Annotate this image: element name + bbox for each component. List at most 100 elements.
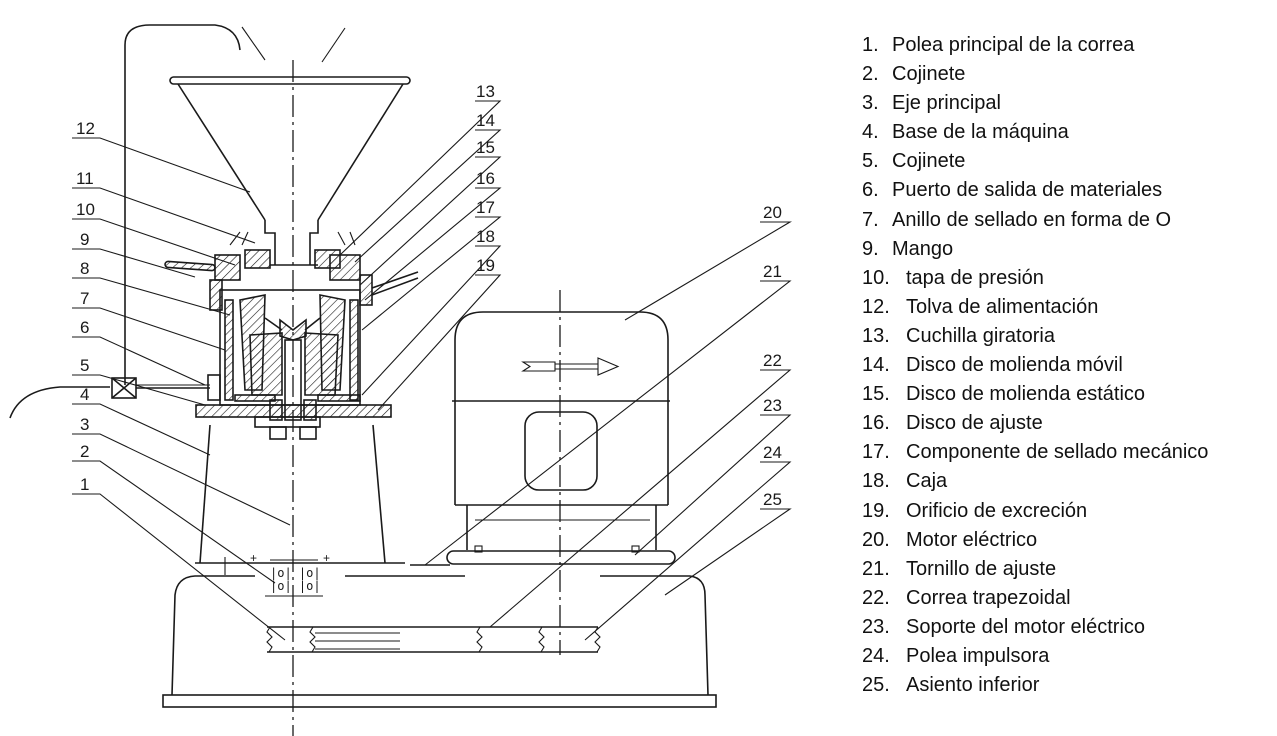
legend-item: 17. Componente de sellado mecánico [862, 438, 1208, 467]
legend-item-label: Disco de ajuste [906, 412, 1043, 435]
callout-23: 23 [763, 396, 782, 415]
legend-item-number: 16. [862, 412, 890, 435]
legend-item-number: 24. [862, 644, 890, 667]
callout-7: 7 [80, 289, 89, 308]
electric-motor [410, 290, 676, 655]
bearing: |o| |o| |o| |o| [265, 559, 323, 597]
legend-item-number: 4. [862, 121, 879, 144]
callout-13: 13 [476, 82, 495, 101]
legend-item: 9. Mango [862, 235, 1208, 264]
legend-item-label: Polea impulsora [906, 644, 1050, 667]
callout-22: 22 [763, 351, 782, 370]
legend-item: 14. Disco de molienda móvil [862, 351, 1208, 380]
legend-item-label: Soporte del motor eléctrico [906, 615, 1146, 638]
legend-item-number: 10. [862, 266, 890, 289]
legend-item-label: Tornillo de ajuste [906, 557, 1057, 580]
callout-11: 11 [76, 169, 94, 188]
legend-item-label: Puerto de salida de materiales [892, 179, 1163, 202]
inlet-pipe [124, 24, 346, 385]
legend-item: 1. Polea principal de la correa [862, 31, 1208, 60]
callout-8: 8 [80, 259, 89, 278]
legend-item-label: Tolva de alimentación [906, 295, 1099, 318]
legend-item-number: 5. [862, 150, 879, 173]
legend-item: 19. Orificio de excreción [862, 497, 1208, 526]
legend-item-label: Cojinete [892, 150, 966, 173]
legend-item-number: 12. [862, 295, 890, 318]
legend-item-label: Eje principal [892, 92, 1001, 115]
callout-5: 5 [80, 356, 89, 375]
callout-labels: 12 11 10 9 8 7 6 5 4 3 2 1 13 14 15 16 1… [76, 82, 782, 509]
legend-item-number: 21. [862, 557, 890, 580]
legend-item: 25. Asiento inferior [862, 671, 1208, 700]
machine-base: + + [195, 424, 405, 575]
handle [164, 260, 216, 272]
outlet-valve [9, 377, 210, 419]
colloid-mill-diagram: + + |o| |o| |o| |o| [9, 24, 793, 736]
legend-item-label: Componente de sellado mecánico [906, 441, 1209, 464]
legend-item-label: Disco de molienda móvil [906, 354, 1123, 377]
callout-3: 3 [80, 415, 89, 434]
legend-item: 23. Soporte del motor eléctrico [862, 613, 1208, 642]
callout-10: 10 [76, 200, 95, 219]
legend-item: 24. Polea impulsora [862, 642, 1208, 671]
legend-item: 4.Base de la máquina [862, 118, 1208, 147]
legend-item-label: Cojinete [892, 63, 966, 86]
callout-12: 12 [76, 119, 95, 138]
legend-item-number: 25. [862, 674, 890, 697]
svg-text:|o| |o|: |o| |o| [270, 579, 321, 593]
legend-item-number: 15. [862, 383, 890, 406]
callout-25: 25 [763, 490, 782, 509]
legend-item-number: 9. [862, 237, 879, 260]
legend-item-number: 22. [862, 586, 890, 609]
legend-item: 21. Tornillo de ajuste [862, 555, 1208, 584]
legend-item-label: Mango [892, 237, 954, 260]
legend-item: 20.Motor eléctrico [862, 526, 1208, 555]
svg-text:+: + [323, 551, 330, 565]
leader-lines [72, 100, 793, 641]
callout-24: 24 [763, 443, 782, 462]
callout-19: 19 [476, 256, 495, 275]
callout-2: 2 [80, 442, 89, 461]
legend-item: 18. Caja [862, 467, 1208, 496]
legend-item-number: 23. [862, 615, 890, 638]
callout-15: 15 [476, 138, 495, 157]
legend-item-number: 19. [862, 499, 890, 522]
callout-9: 9 [80, 230, 89, 249]
legend-item-number: 14. [862, 354, 890, 377]
belt-pulleys [266, 626, 601, 653]
legend-item-number: 2. [862, 63, 879, 86]
legend-item-number: 20. [862, 528, 890, 551]
legend-item-label: Caja [906, 470, 948, 493]
legend-item: 22. Correa trapezoidal [862, 584, 1208, 613]
callout-16: 16 [476, 169, 495, 188]
bottom-seat [162, 575, 717, 708]
legend-item: 15. Disco de molienda estático [862, 380, 1208, 409]
svg-text:|o| |o|: |o| |o| [270, 566, 321, 580]
legend-item-number: 1. [862, 34, 879, 56]
callout-4: 4 [80, 385, 89, 404]
legend-item-number: 17. [862, 441, 890, 464]
legend-item-label: Polea principal de la correa [892, 34, 1135, 56]
grinding-head [195, 231, 419, 440]
callout-14: 14 [476, 111, 495, 130]
legend-item: 2. Cojinete [862, 60, 1208, 89]
callout-17: 17 [476, 198, 495, 217]
legend-item-number: 18. [862, 470, 890, 493]
legend-item: 6. Puerto de salida de materiales [862, 176, 1208, 205]
legend-item: 16. Disco de ajuste [862, 409, 1208, 438]
callout-21: 21 [763, 262, 782, 281]
svg-text:+: + [250, 551, 257, 565]
legend-item-label: Correa trapezoidal [906, 586, 1071, 609]
legend-item-label: Orificio de excreción [906, 499, 1088, 522]
arrow-right-icon [521, 357, 620, 376]
legend-item-label: Asiento inferior [906, 674, 1040, 697]
legend-item-label: Disco de molienda estático [906, 383, 1146, 406]
parts-legend: 1. Polea principal de la correa 2. Cojinete… [862, 31, 1208, 700]
legend-item: 7.Anillo de sellado en forma de O [862, 206, 1208, 235]
legend-item: 10. tapa de presión [862, 264, 1208, 293]
legend-item-number: 6. [862, 179, 879, 202]
legend-item: 3.Eje principal [862, 89, 1208, 118]
callout-6: 6 [80, 318, 89, 337]
feed-hopper [169, 76, 411, 265]
legend-item-label: tapa de presión [906, 266, 1044, 289]
